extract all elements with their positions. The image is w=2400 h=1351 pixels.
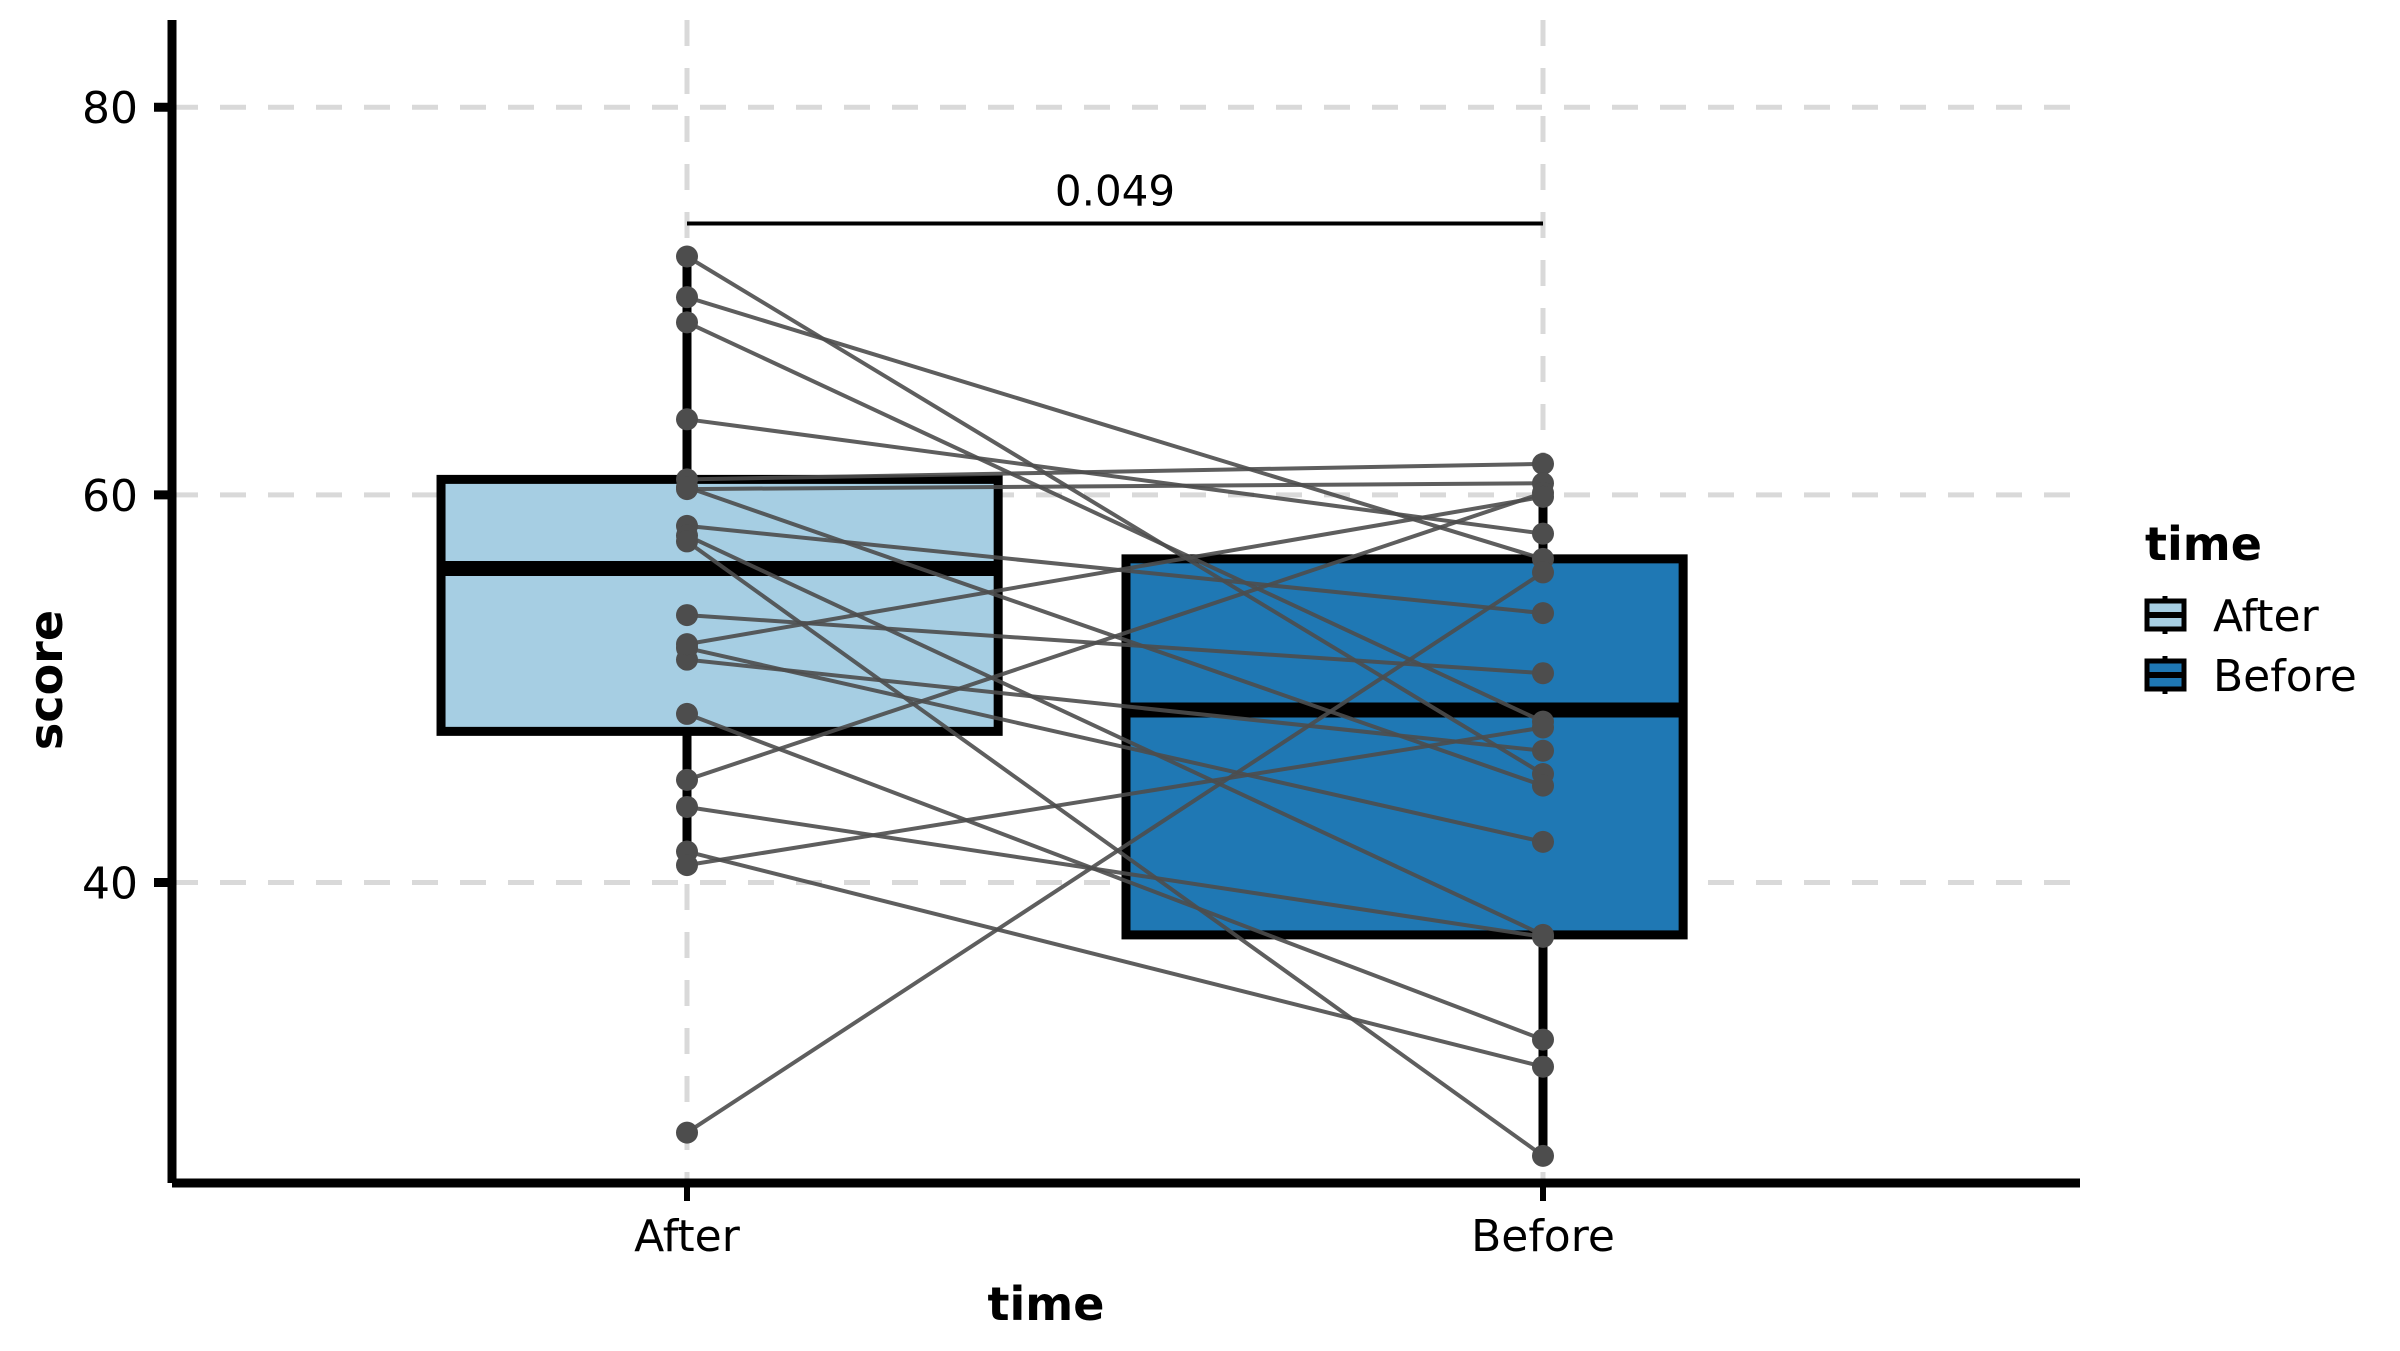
paired-line xyxy=(686,849,1544,1069)
data-point-before xyxy=(1532,602,1554,625)
paired-line xyxy=(686,804,1544,939)
x-tick-label-after: After xyxy=(634,1211,741,1262)
data-point-after xyxy=(676,854,698,877)
data-point-before xyxy=(1532,485,1554,508)
legend-label: After xyxy=(2213,591,2320,642)
paired-line xyxy=(686,320,1544,724)
y-tick-label-40: 40 xyxy=(82,859,138,910)
paired-line xyxy=(686,712,1544,1042)
paired-line xyxy=(686,494,1544,647)
data-point-after xyxy=(676,286,698,309)
paired-line xyxy=(685,539,1545,1158)
legend-label: Before xyxy=(2213,651,2357,702)
data-point-after xyxy=(676,245,698,268)
data-point-before xyxy=(1532,739,1554,762)
pvalue-label: 0.049 xyxy=(1055,167,1175,216)
data-point-before xyxy=(1532,561,1554,584)
data-point-after xyxy=(676,476,698,499)
data-point-after xyxy=(676,530,698,553)
data-point-before xyxy=(1532,452,1554,475)
paired-points-layer xyxy=(676,245,1554,1167)
data-point-before xyxy=(1532,522,1554,545)
data-point-before xyxy=(1532,1055,1554,1078)
data-point-after xyxy=(676,633,698,656)
data-point-after xyxy=(676,702,698,725)
paired-line xyxy=(686,485,1544,788)
data-point-before xyxy=(1532,662,1554,685)
paired-line xyxy=(685,570,1545,1135)
data-point-before xyxy=(1532,925,1554,948)
paired-line xyxy=(686,533,1544,937)
data-point-after xyxy=(676,1121,698,1144)
paired-line xyxy=(686,417,1544,536)
data-point-after xyxy=(676,408,698,431)
paired-line xyxy=(686,461,1544,482)
paired-line xyxy=(686,646,1544,844)
x-axis-title: time xyxy=(988,1277,1105,1331)
data-point-before xyxy=(1532,1028,1554,1051)
y-tick-label-80: 80 xyxy=(82,83,138,134)
paired-lines-layer xyxy=(685,254,1545,1158)
boxplot-after xyxy=(436,256,1003,866)
legend-title: time xyxy=(2145,517,2262,571)
y-axis-title: score xyxy=(19,610,73,750)
legend-item-after[interactable]: After xyxy=(2144,591,2320,642)
pvalue-bracket-layer: 0.049 xyxy=(687,167,1543,226)
x-tick-label-before: Before xyxy=(1471,1211,1615,1262)
data-point-after xyxy=(676,648,698,671)
data-point-after xyxy=(676,795,698,818)
y-tick-label-60: 60 xyxy=(82,471,138,522)
paired-line xyxy=(686,725,1544,868)
data-point-after xyxy=(676,604,698,627)
data-point-before xyxy=(1532,716,1554,739)
paired-line xyxy=(686,481,1544,492)
data-point-before xyxy=(1532,774,1554,797)
box-rect xyxy=(1121,554,1688,940)
data-point-after xyxy=(676,768,698,791)
legend-item-before[interactable]: Before xyxy=(2144,651,2357,702)
data-point-before xyxy=(1532,830,1554,853)
data-point-before xyxy=(1532,1144,1554,1167)
data-point-after xyxy=(676,311,698,334)
